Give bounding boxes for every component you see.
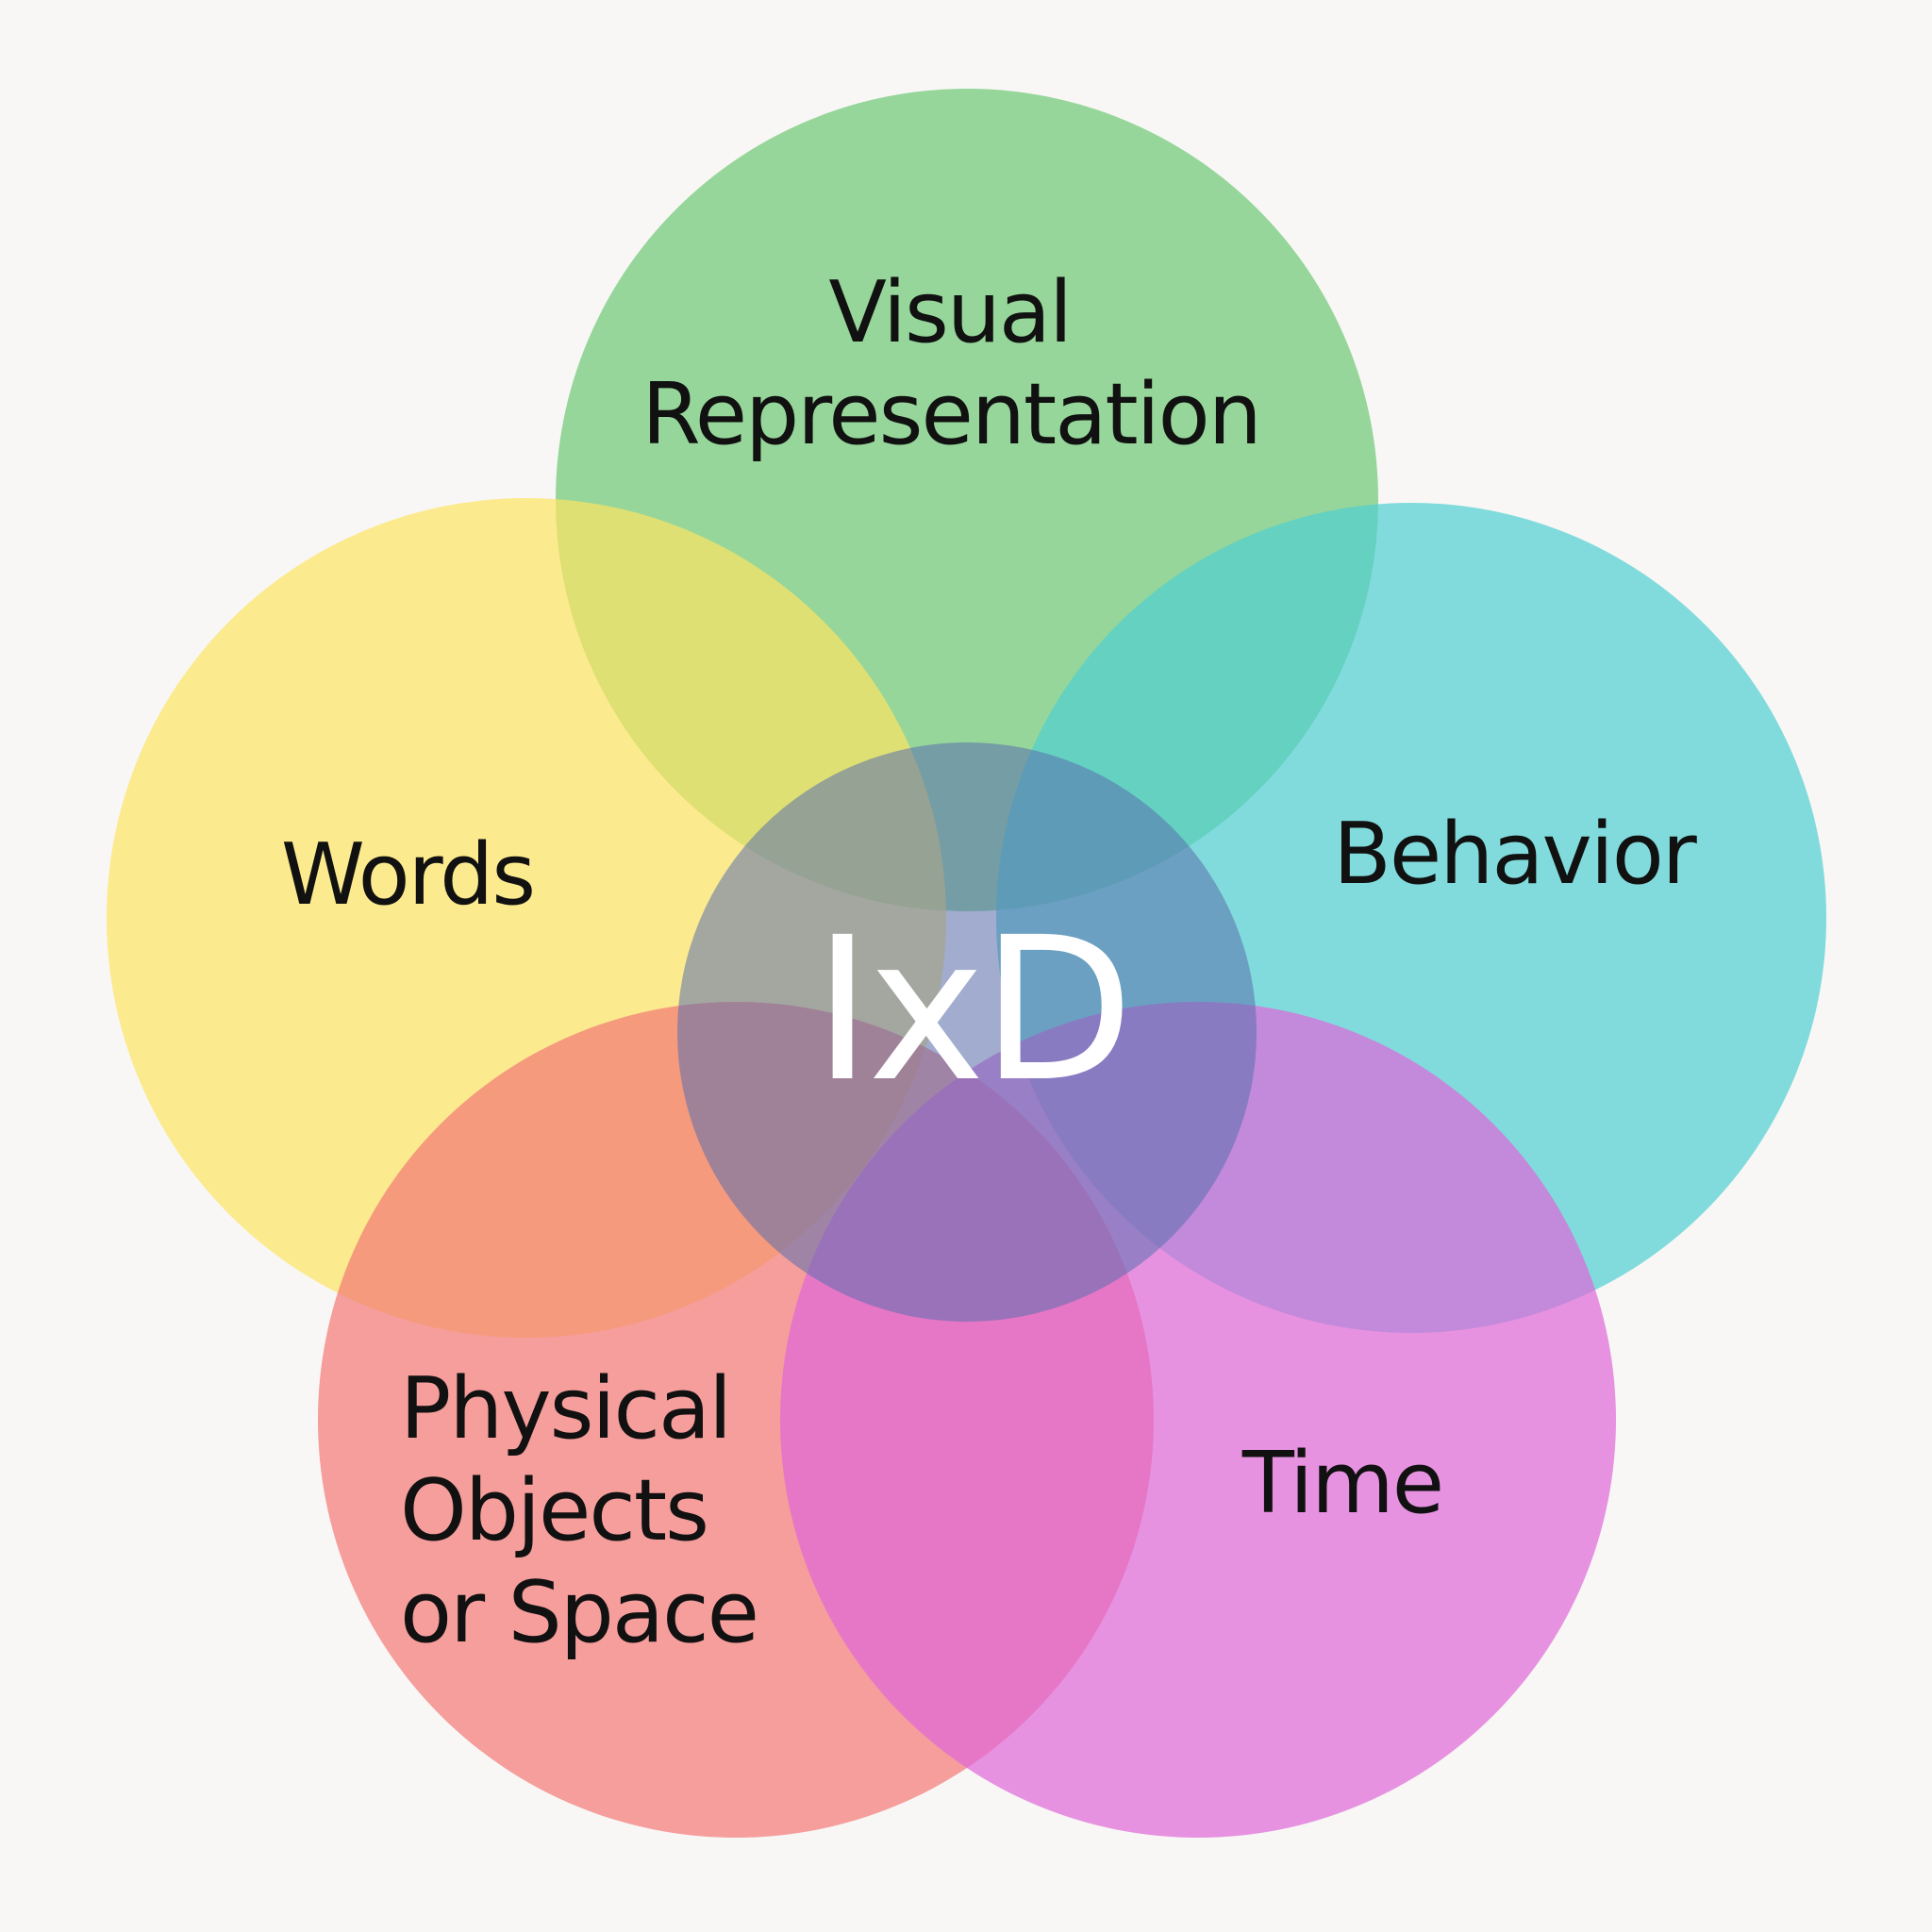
ixd-center-label: IxD xyxy=(813,894,1130,1125)
physical-objects-label: Physical Objects or Space xyxy=(400,1359,758,1662)
physical-label-line-3: or Space xyxy=(400,1563,758,1662)
words-label: Words xyxy=(281,825,534,924)
physical-label-line-2: Objects xyxy=(400,1461,708,1560)
behavior-label: Behavior xyxy=(1333,805,1697,904)
ixd-center-circle xyxy=(677,742,1257,1322)
visual-label-line-2: Representation xyxy=(641,365,1260,464)
physical-label-line-1: Physical xyxy=(400,1359,730,1458)
time-label: Time xyxy=(1241,1434,1442,1533)
visual-representation-label: Visual Representation xyxy=(641,263,1260,464)
visual-label-line-1: Visual xyxy=(828,263,1071,362)
